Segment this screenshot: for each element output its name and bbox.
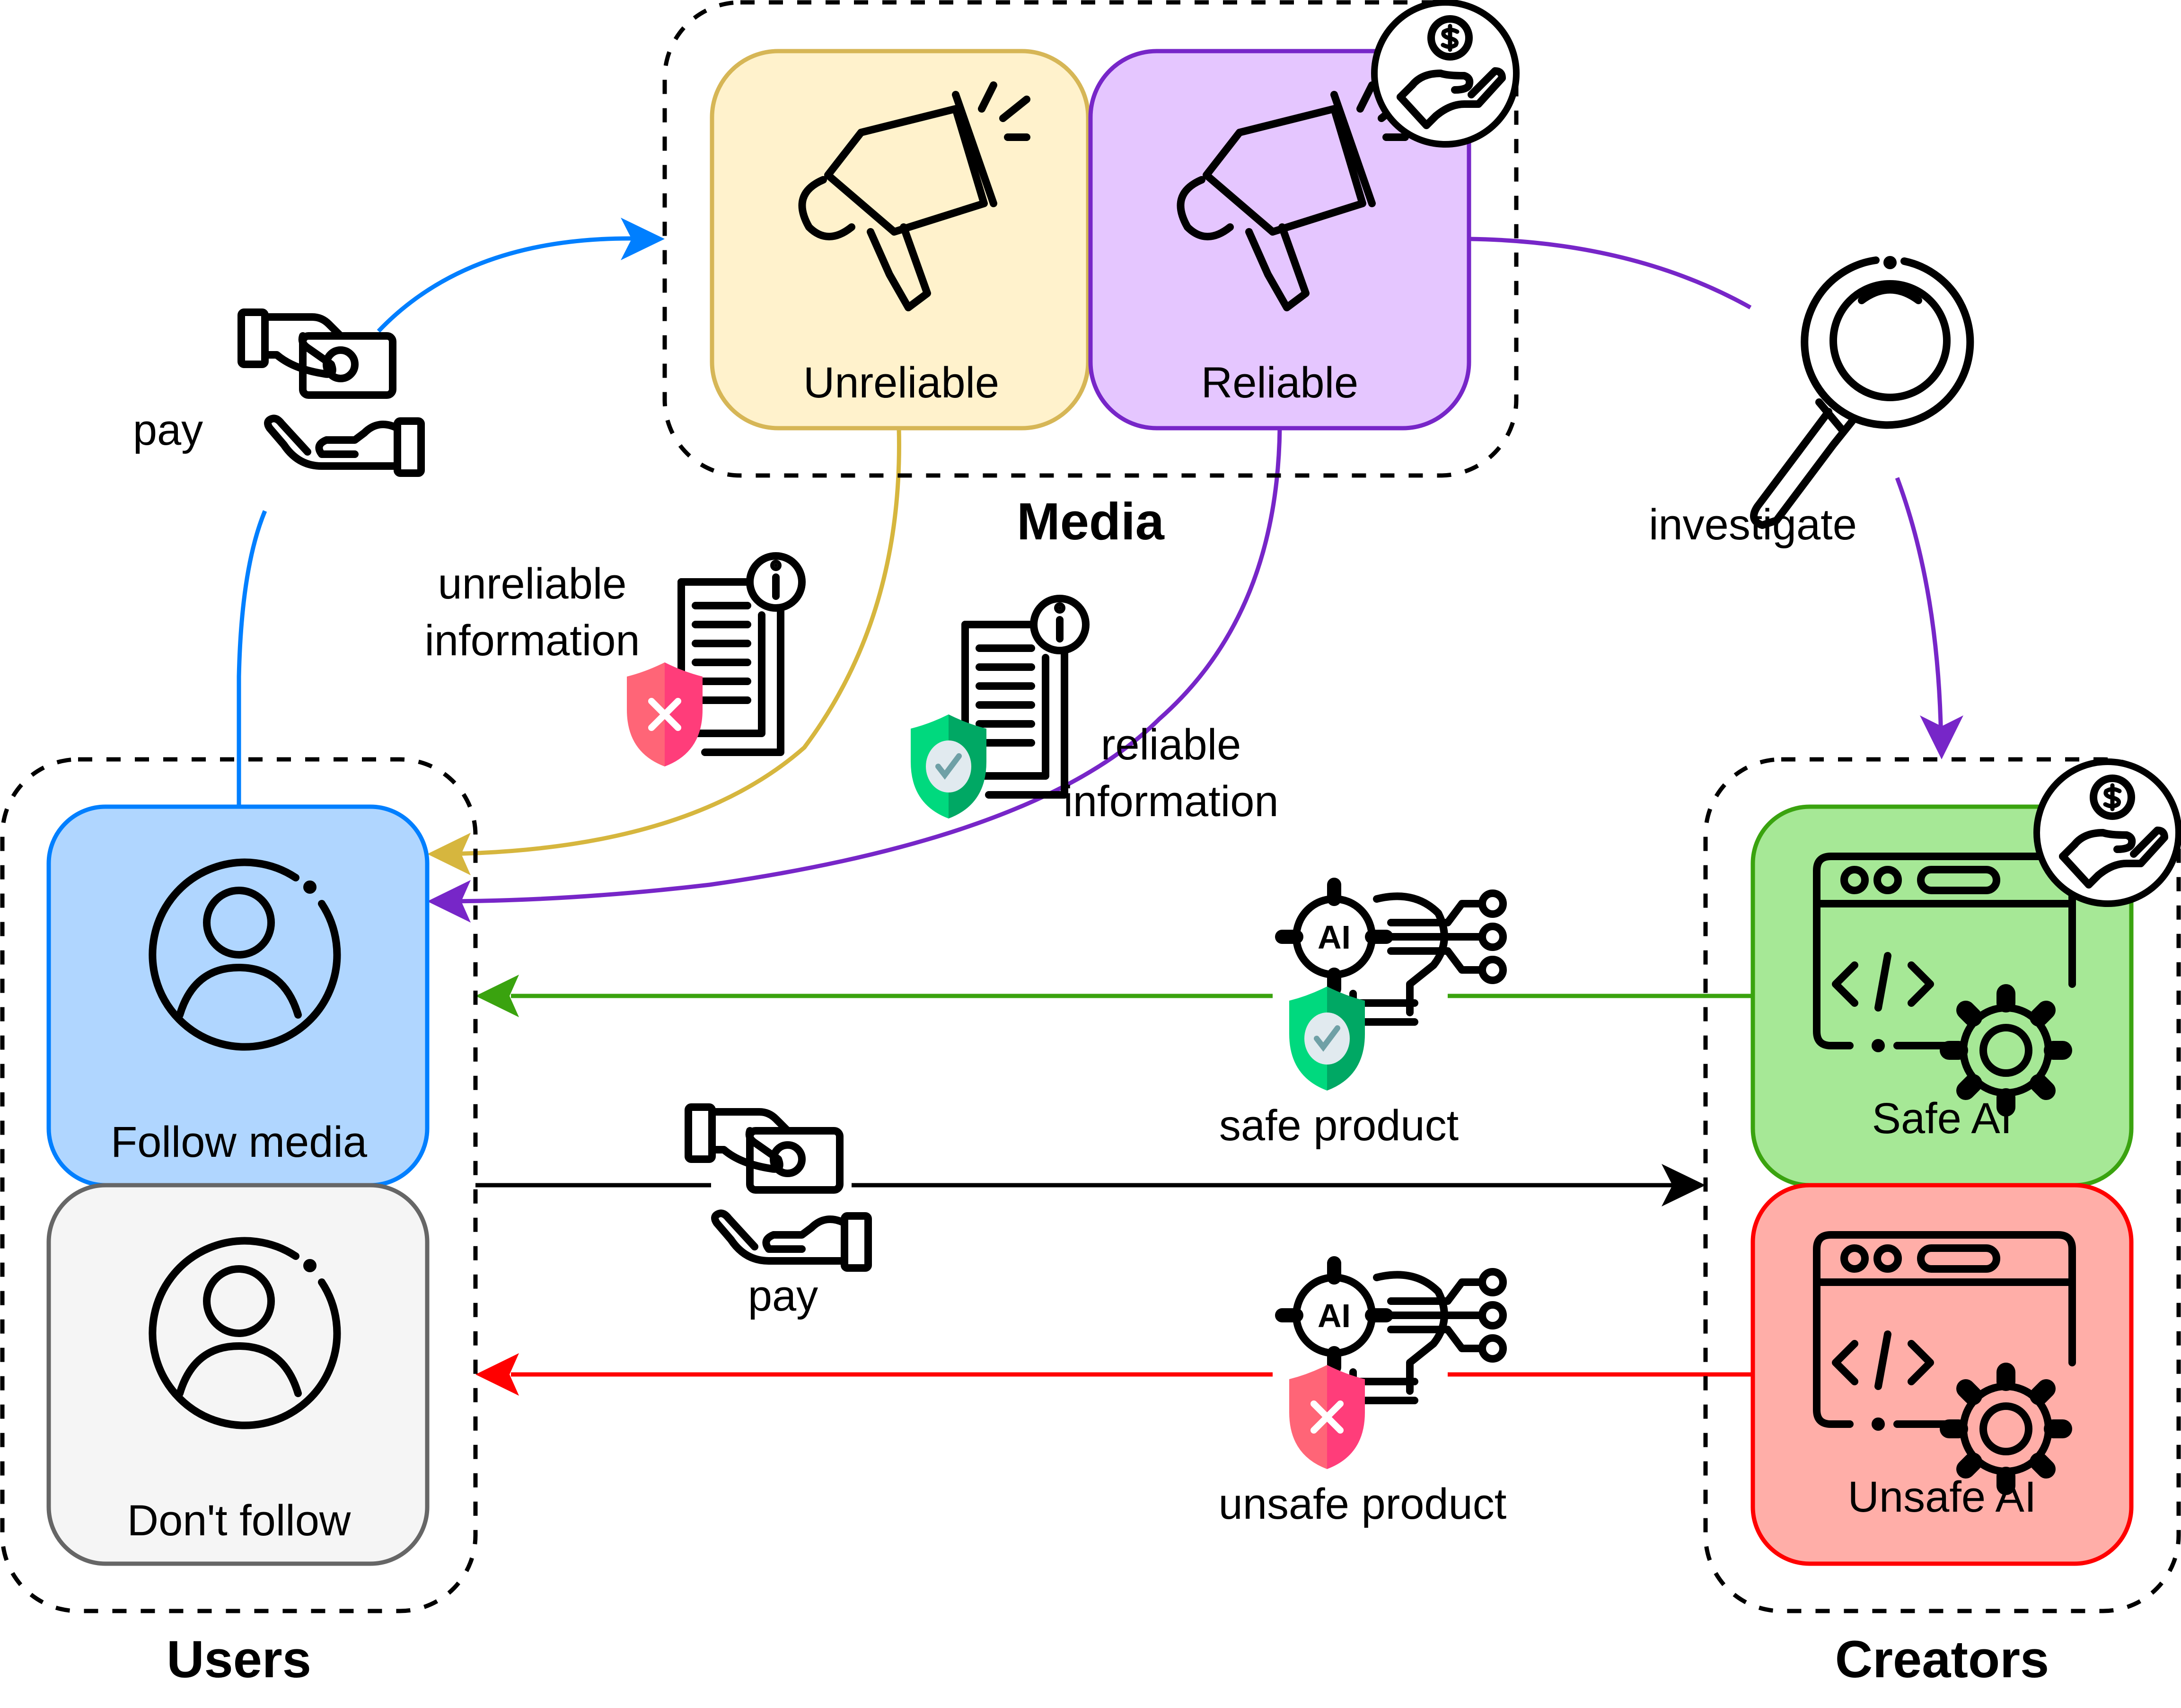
edge-investigate	[1469, 237, 1963, 759]
money-hand-icon	[2037, 762, 2179, 904]
arrowhead	[1920, 715, 1963, 759]
edge-label-safe-product: safe product	[1219, 1101, 1459, 1150]
arrowhead	[475, 1353, 519, 1396]
node-label: Unreliable	[803, 359, 999, 407]
arrowhead	[621, 218, 665, 260]
node-follow-media[interactable]: Follow media	[46, 804, 430, 1188]
arrowhead	[427, 880, 471, 923]
money-hand-icon	[1374, 2, 1516, 144]
magnifier-icon	[1754, 260, 1970, 525]
group-label-media: Media	[1017, 493, 1165, 551]
edge-label-unsafe-product: unsafe product	[1219, 1480, 1507, 1528]
group-users-container	[0, 757, 478, 1613]
pay-hands-icon	[241, 312, 421, 473]
node-unsafe-ai[interactable]: Unsafe AI	[1750, 1183, 2134, 1566]
edge-safe-product	[475, 975, 1753, 1017]
edge-label-unreliable-line1: unreliable	[438, 560, 627, 608]
edge-label-reliable-line1: reliable	[1101, 721, 1241, 769]
edge-label-pay-creators: pay	[748, 1272, 818, 1320]
edge-label-reliable-line2: information	[1063, 777, 1278, 826]
edge-pay-creators	[475, 1164, 1706, 1206]
group-creators-container	[1703, 757, 2181, 1613]
arrowhead	[1662, 1164, 1706, 1206]
pay-hands-icon	[688, 1107, 868, 1268]
node-reliable[interactable]: Reliable	[1088, 49, 1471, 431]
group-label-users: Users	[167, 1630, 311, 1689]
edge-label-unreliable-line2: information	[424, 616, 640, 665]
node-label: Follow media	[111, 1118, 368, 1166]
arrowhead	[427, 833, 471, 875]
node-safe-ai[interactable]: Safe AI	[1750, 804, 2134, 1188]
arrowhead	[475, 975, 519, 1017]
shield-x-icon	[627, 662, 703, 766]
node-label: Don't follow	[127, 1497, 351, 1545]
group-media-container	[662, 0, 1519, 478]
node-dont-follow[interactable]: Don't follow	[46, 1183, 430, 1566]
node-label: Unsafe AI	[1848, 1473, 2037, 1521]
node-label: Reliable	[1201, 359, 1358, 407]
edge-unsafe-product	[475, 1353, 1753, 1396]
shield-check-icon	[911, 714, 986, 819]
edge-pay-media	[237, 218, 665, 807]
node-unreliable[interactable]: Unreliable	[710, 49, 1090, 431]
shield-check-icon	[1289, 986, 1365, 1091]
edge-unreliable-information	[427, 428, 901, 875]
node-label: Safe AI	[1872, 1094, 2013, 1143]
edge-label-pay-media: pay	[133, 406, 203, 454]
edge-reliable-information	[427, 428, 1282, 923]
edge-label-investigate: investigate	[1649, 501, 1857, 549]
shield-x-icon	[1289, 1365, 1365, 1469]
group-label-creators: Creators	[1835, 1630, 2049, 1689]
